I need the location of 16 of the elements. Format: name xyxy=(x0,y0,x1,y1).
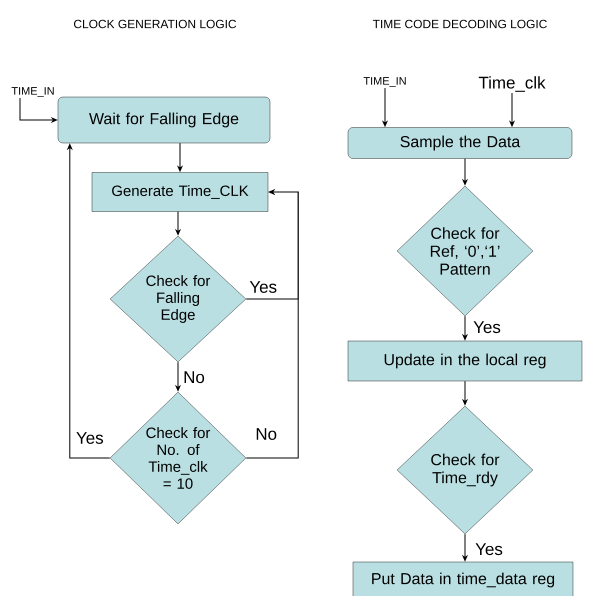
edge-label: No xyxy=(254,427,278,441)
edge-label: Yes xyxy=(472,320,502,334)
heading: TIME CODE DECODING LOGIC xyxy=(372,20,547,28)
process-box: Generate Time_CLK xyxy=(92,172,268,212)
edge-label: No xyxy=(182,370,206,384)
input-label: TIME_IN xyxy=(12,87,54,97)
heading: CLOCK GENERATION LOGIC xyxy=(74,20,236,28)
process-box: Wait for Falling Edge xyxy=(58,96,270,144)
input-label: TIME_IN xyxy=(364,77,406,87)
edge-label: Yes xyxy=(74,431,105,445)
input-label: Time_clk xyxy=(478,76,546,92)
edge-label: Yes xyxy=(474,542,504,556)
edge-label: Yes xyxy=(248,280,278,294)
process-box: Update in the local reg xyxy=(348,340,582,382)
process-box: Sample the Data xyxy=(348,127,572,159)
process-box: Put Data in time_data reg xyxy=(352,562,574,596)
